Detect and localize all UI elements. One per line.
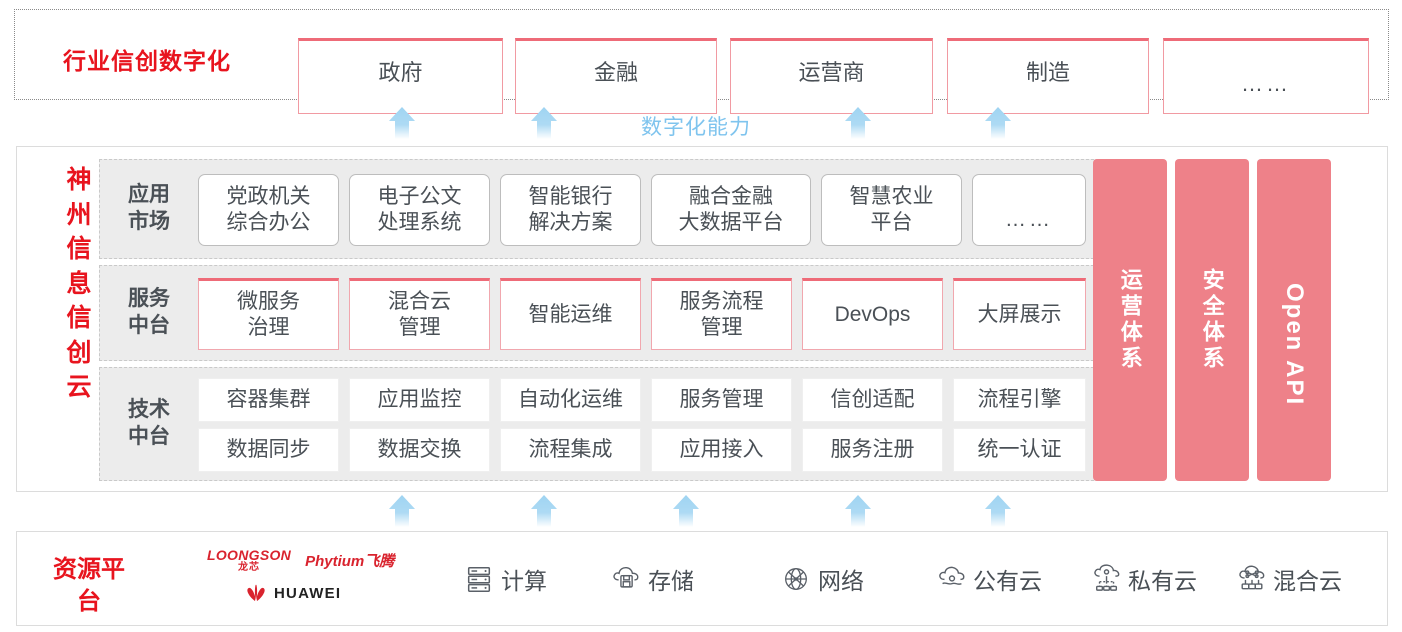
industry-box-0[interactable]: 政府 bbox=[298, 38, 503, 114]
cloud-platform-title: 神州信息信创云 bbox=[66, 166, 92, 401]
cloud-row-label-tech: 技术中台 bbox=[128, 398, 170, 448]
cloud-cell[interactable]: 数据交换 bbox=[349, 428, 490, 472]
cloud-cell[interactable]: 服务流程管理 bbox=[651, 278, 792, 350]
industry-box-2[interactable]: 运营商 bbox=[730, 38, 933, 114]
resource-item-1[interactable]: 存储 bbox=[611, 562, 694, 596]
cloud-cell[interactable]: 容器集群 bbox=[198, 378, 339, 422]
cloud-cell[interactable]: 混合云管理 bbox=[349, 278, 490, 350]
cloud-platform-container: 神州信息信创云 应用市场党政机关综合办公电子公文处理系统智能银行解决方案融合金融… bbox=[16, 146, 1388, 492]
cloud-cell[interactable]: 融合金融大数据平台 bbox=[651, 174, 811, 246]
loongson-logo-en: LOONGSON bbox=[207, 547, 292, 563]
side-panel-label: Open API bbox=[1281, 283, 1308, 407]
huawei-logo-text: HUAWEI bbox=[274, 584, 342, 602]
cloud-cell[interactable]: …… bbox=[972, 174, 1086, 246]
cloud-row-label-app: 应用市场 bbox=[128, 183, 170, 233]
resource-item-0[interactable]: 计算 bbox=[464, 562, 547, 596]
industry-box-1[interactable]: 金融 bbox=[515, 38, 717, 114]
cloud-cell[interactable]: 智能运维 bbox=[500, 278, 641, 350]
up-arrow-icon bbox=[385, 106, 419, 140]
industry-band: 行业信创数字化 政府金融运营商制造…… bbox=[14, 9, 1389, 114]
up-arrow-icon bbox=[841, 106, 875, 140]
cloud-row-label-svc: 服务中台 bbox=[128, 287, 170, 337]
resource-item-label: 存储 bbox=[648, 567, 694, 594]
cloud-cell[interactable]: 信创适配 bbox=[802, 378, 943, 422]
cloud-cell[interactable]: 统一认证 bbox=[953, 428, 1086, 472]
up-arrow-icon bbox=[981, 494, 1015, 528]
cloud-cell[interactable]: 流程集成 bbox=[500, 428, 641, 472]
cloud-cell[interactable]: 智能银行解决方案 bbox=[500, 174, 641, 246]
side-panel-label: 运营体系 bbox=[1117, 268, 1143, 372]
cloud-storage-icon bbox=[611, 564, 641, 594]
phytium-logo: Phytium飞腾 bbox=[305, 553, 395, 570]
up-arrow-icon bbox=[841, 494, 875, 528]
resource-item-2[interactable]: 网络 bbox=[781, 562, 864, 596]
public-cloud-icon bbox=[936, 564, 966, 594]
up-arrow-icon bbox=[385, 494, 419, 528]
cloud-cell[interactable]: 智慧农业平台 bbox=[821, 174, 962, 246]
cloud-cell[interactable]: 服务管理 bbox=[651, 378, 792, 422]
cloud-row-tech: 技术中台容器集群应用监控自动化运维服务管理信创适配流程引擎数据同步数据交换流程集… bbox=[99, 367, 1099, 481]
cloud-cell[interactable]: 应用监控 bbox=[349, 378, 490, 422]
resource-item-label: 公有云 bbox=[973, 567, 1042, 594]
resource-item-label: 混合云 bbox=[1273, 567, 1342, 594]
cloud-cell[interactable]: 应用接入 bbox=[651, 428, 792, 472]
server-icon bbox=[464, 564, 494, 594]
cloud-cell[interactable]: 服务注册 bbox=[802, 428, 943, 472]
up-arrow-icon bbox=[669, 494, 703, 528]
cloud-cell[interactable]: 数据同步 bbox=[198, 428, 339, 472]
vendor-logos: LOONGSON 龙芯 Phytium飞腾 HUAWEI bbox=[207, 546, 437, 614]
up-arrow-icon bbox=[527, 494, 561, 528]
industry-band-title: 行业信创数字化 bbox=[63, 48, 231, 74]
up-arrow-icon bbox=[527, 106, 561, 140]
cloud-cell[interactable]: 电子公文处理系统 bbox=[349, 174, 490, 246]
resource-item-label: 私有云 bbox=[1128, 567, 1197, 594]
resource-item-label: 网络 bbox=[818, 567, 864, 594]
cloud-cell[interactable]: 大屏展示 bbox=[953, 278, 1086, 350]
hybrid-cloud-icon bbox=[1236, 564, 1266, 594]
private-cloud-icon bbox=[1091, 563, 1121, 594]
side-panel-0[interactable]: 运营体系 bbox=[1093, 159, 1167, 481]
cloud-row-app: 应用市场党政机关综合办公电子公文处理系统智能银行解决方案融合金融大数据平台智慧农… bbox=[99, 159, 1099, 259]
cloud-cell[interactable]: 微服务治理 bbox=[198, 278, 339, 350]
resource-platform-title: 资源平台 bbox=[53, 556, 125, 616]
resource-item-5[interactable]: 混合云 bbox=[1236, 562, 1342, 596]
industry-box-4[interactable]: …… bbox=[1163, 38, 1369, 114]
resource-platform-band: 资源平台 LOONGSON 龙芯 Phytium飞腾 bbox=[16, 531, 1388, 626]
arrow-band-lower bbox=[0, 492, 1402, 530]
network-icon bbox=[781, 564, 811, 594]
cloud-cell[interactable]: DevOps bbox=[802, 278, 943, 350]
cloud-cell[interactable]: 流程引擎 bbox=[953, 378, 1086, 422]
arrow-band-upper bbox=[0, 104, 1402, 142]
industry-box-3[interactable]: 制造 bbox=[947, 38, 1149, 114]
capability-label: 数字化能力 bbox=[641, 116, 751, 139]
loongson-logo: LOONGSON 龙芯 bbox=[207, 548, 291, 573]
cloud-cell[interactable]: 党政机关综合办公 bbox=[198, 174, 339, 246]
resource-item-label: 计算 bbox=[501, 567, 547, 594]
resource-item-4[interactable]: 私有云 bbox=[1091, 562, 1197, 596]
resource-item-3[interactable]: 公有云 bbox=[936, 562, 1042, 596]
huawei-flower-icon bbox=[245, 584, 267, 602]
side-panel-1[interactable]: 安全体系 bbox=[1175, 159, 1249, 481]
side-panel-label: 安全体系 bbox=[1199, 268, 1225, 372]
up-arrow-icon bbox=[981, 106, 1015, 140]
cloud-cell[interactable]: 自动化运维 bbox=[500, 378, 641, 422]
side-panel-2[interactable]: Open API bbox=[1257, 159, 1331, 481]
loongson-logo-cn: 龙芯 bbox=[238, 562, 261, 573]
